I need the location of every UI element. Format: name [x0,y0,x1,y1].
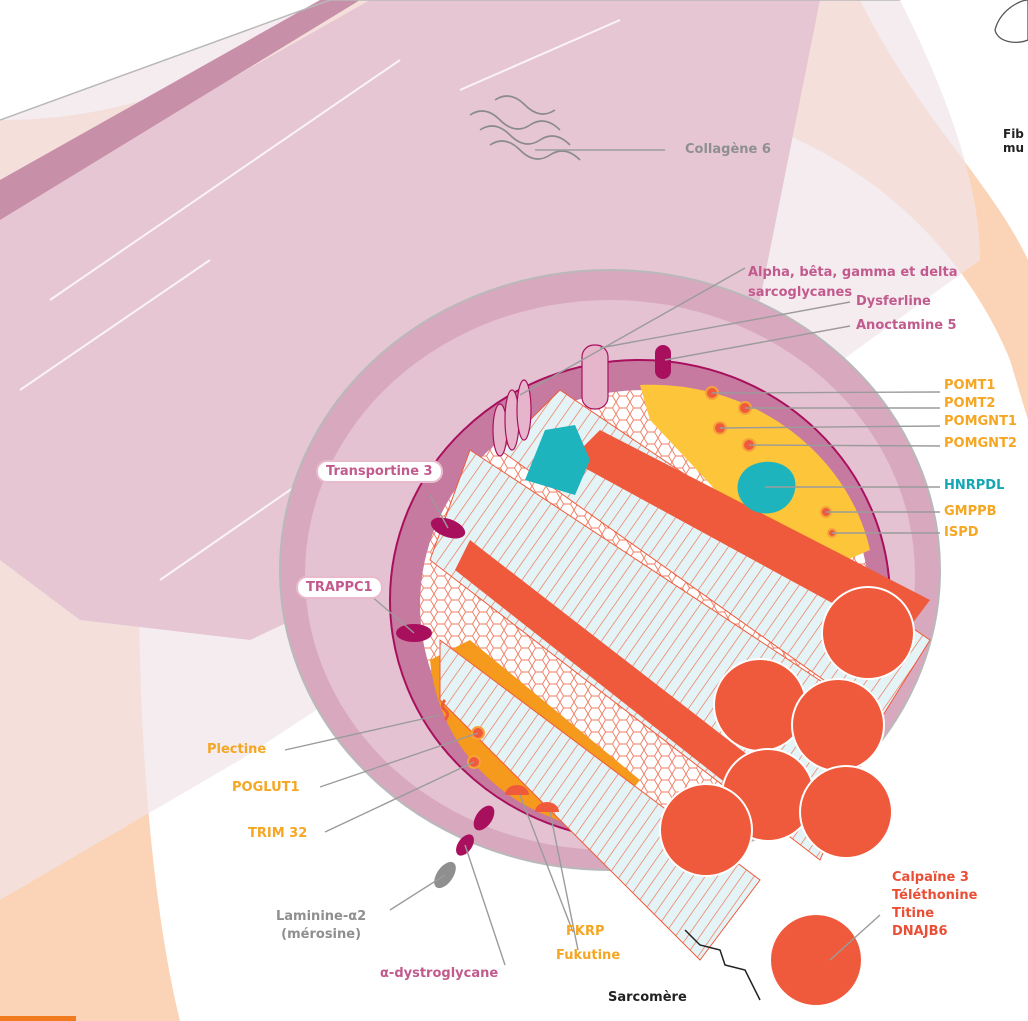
label-titine: Titine [892,906,977,922]
label-dysferline: Dysferline [856,294,931,310]
label-fukutine: Fukutine [556,948,620,964]
label-pomgnt2: POMGNT2 [944,436,1017,452]
anoctamin-icon [655,345,671,379]
label-poglut1: POGLUT1 [232,780,300,796]
label-fkrp: FKRP [566,924,605,940]
label-pomt2: POMT2 [944,396,995,412]
label-collagene: Collagène 6 [685,142,771,158]
label-sarcoglycanes-line1: Alpha, bêta, gamma et delta [748,265,957,281]
label-sarcomere: Sarcomère [608,990,687,1006]
label-sarcomere-proteins: Calpaïne 3 Téléthonine Titine DNAJB6 [892,870,977,940]
label-anoctamine: Anoctamine 5 [856,318,957,334]
label-laminine-line1: Laminine-α2 [276,909,366,925]
label-pomt1: POMT1 [944,378,995,394]
fibre-inset-icon [995,0,1028,42]
label-telethonine: Téléthonine [892,888,977,904]
label-fibre-line2: mu [1003,141,1024,155]
label-laminine-line2: (mérosine) [276,927,366,943]
label-ispd: ISPD [944,525,979,541]
label-trim32: TRIM 32 [248,826,307,842]
label-calpaine: Calpaïne 3 [892,870,977,886]
dysferlin-channel-icon [582,345,608,409]
label-trappc1: TRAPPC1 [296,576,383,599]
label-dystroglycane: α-dystroglycane [380,966,498,982]
label-hnrpdl: HNRPDL [944,478,1004,494]
label-plectine: Plectine [207,742,266,758]
corner-accent-bar [0,1016,76,1021]
label-pomgnt1: POMGNT1 [944,414,1017,430]
label-dnajb6: DNAJB6 [892,924,977,940]
label-transportine: Transportine 3 [316,460,443,483]
label-gmppb: GMPPB [944,504,997,520]
label-fibre-cut: Fib mu [1003,127,1024,155]
label-laminine: Laminine-α2 (mérosine) [276,909,366,943]
label-fibre-line1: Fib [1003,127,1024,141]
